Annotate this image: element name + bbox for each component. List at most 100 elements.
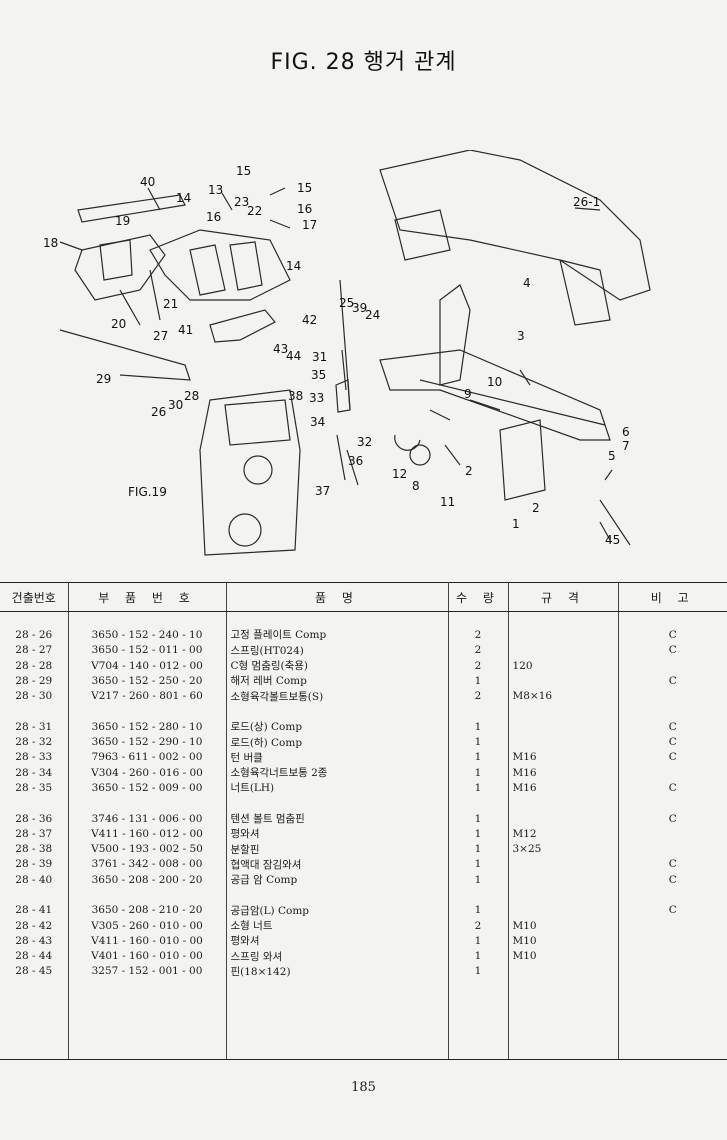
table-row: 28 - 44 V401 - 160 - 010 - 00 스프링 와셔 1 M…	[0, 948, 727, 964]
table-row: 28 - 36 3746 - 131 - 006 - 00 텐션 볼트 멈춤핀 …	[0, 810, 727, 827]
specification	[508, 734, 619, 750]
callout-label: 43	[273, 342, 288, 356]
part-name: 턴 버클	[226, 749, 449, 765]
header-specification: 규 격	[508, 582, 619, 612]
callout-label: 25	[339, 296, 354, 310]
callout-label: 5	[608, 449, 616, 463]
specification: M16	[508, 749, 619, 765]
part-name: 고정 플레이트 Comp	[226, 627, 449, 643]
part-number: V304 - 260 - 016 - 00	[68, 764, 227, 781]
specification	[508, 810, 619, 827]
specification	[508, 673, 619, 689]
header-remarks: 비 고	[618, 582, 727, 612]
table-row: 28 - 32 3650 - 152 - 290 - 10 로드(하) Comp…	[0, 734, 727, 750]
part-number: 3650 - 152 - 280 - 10	[68, 719, 227, 735]
item-number: 28 - 42	[0, 917, 69, 934]
exploded-parts-diagram: 40 13 15 15 23 16 22 16 17 14 19 18 14 2…	[0, 150, 727, 570]
quantity: 2	[448, 642, 509, 658]
remark	[618, 765, 727, 780]
specification	[508, 872, 619, 888]
diagram-linework	[59, 150, 651, 556]
callout-label: 33	[309, 391, 324, 405]
callout-label: 14	[176, 191, 191, 205]
specification: 120	[508, 657, 619, 674]
callout-label: 16	[206, 210, 221, 224]
quantity: 2	[448, 688, 509, 704]
remark: C	[668, 644, 677, 657]
item-number: 28 - 28	[0, 657, 69, 674]
table-spacer-row	[0, 887, 727, 903]
part-number: 3650 - 208 - 210 - 20	[68, 902, 227, 918]
callout-label: 4	[523, 276, 531, 290]
parts-list-table: 건출번호 부 품 번 호 품 명 수 량 규 격 비 고 28 - 26 365…	[0, 582, 727, 1061]
quantity: 1	[448, 673, 509, 689]
part-number: 7963 - 611 - 002 - 00	[68, 749, 227, 765]
diagram-drawing: 40 13 15 15 23 16 22 16 17 14 19 18 14 2…	[43, 150, 651, 556]
quantity: 2	[448, 917, 509, 934]
callout-label: 21	[163, 297, 178, 311]
part-number: 3650 - 152 - 009 - 00	[68, 780, 227, 796]
callout-label: 34	[310, 415, 325, 429]
part-name: 스프링 와셔	[226, 948, 449, 964]
quantity: 2	[448, 657, 509, 674]
callout-label: 6	[622, 425, 630, 439]
header-part-number: 부 품 번 호	[68, 582, 227, 612]
item-number: 28 - 41	[0, 902, 69, 918]
callout-label: 42	[302, 313, 317, 327]
table-row: 28 - 38 V500 - 193 - 002 - 50 분할핀 1 3×25	[0, 841, 727, 857]
callout-label: 29	[96, 372, 111, 386]
item-number: 28 - 31	[0, 719, 69, 735]
quantity: 1	[448, 749, 509, 765]
callout-label: 17	[302, 218, 317, 232]
callout-label: 40	[140, 175, 155, 189]
part-name: 공급 암 Comp	[226, 872, 449, 888]
item-number: 28 - 38	[0, 841, 69, 857]
part-number: V411 - 160 - 012 - 00	[68, 826, 227, 842]
specification	[508, 642, 619, 658]
table-spacer-row	[0, 703, 727, 720]
callout-label: 44	[286, 349, 301, 363]
quantity: 2	[448, 627, 509, 643]
item-number: 28 - 30	[0, 688, 69, 704]
callout-label: 16	[297, 202, 312, 216]
quantity: 1	[448, 810, 509, 827]
table-row: 28 - 41 3650 - 208 - 210 - 20 공급암(L) Com…	[0, 902, 727, 918]
part-name: 로드(상) Comp	[226, 719, 449, 735]
part-number: 3257 - 152 - 001 - 00	[68, 963, 227, 980]
callout-label: 8	[412, 479, 420, 493]
page-number: 185	[351, 1080, 376, 1095]
callout-label: 12	[392, 467, 407, 481]
table-row: 28 - 27 3650 - 152 - 011 - 00 스프링(HT024)…	[0, 642, 727, 658]
specification	[508, 902, 619, 918]
callout-label: 15	[236, 164, 251, 178]
callout-label: 45	[605, 533, 620, 547]
specification: M16	[508, 764, 619, 781]
remark: C	[668, 812, 677, 825]
page-title: FIG. 28 행거 관계	[270, 50, 457, 75]
callout-label: 20	[111, 317, 126, 331]
part-number: 3650 - 152 - 011 - 00	[68, 642, 227, 658]
callout-label: 9	[464, 387, 472, 401]
specification: M8×16	[508, 688, 619, 704]
callout-label: 24	[365, 308, 380, 322]
table-row: 28 - 29 3650 - 152 - 250 - 20 해저 레버 Comp…	[0, 673, 727, 689]
table-row: 28 - 42 V305 - 260 - 010 - 00 소형 너트 2 M1…	[0, 917, 727, 934]
part-name: 해저 레버 Comp	[226, 673, 449, 689]
quantity: 1	[448, 948, 509, 964]
part-number: 3761 - 342 - 008 - 00	[68, 856, 227, 873]
remark: C	[668, 628, 677, 641]
callout-label: 37	[315, 484, 330, 498]
part-name: 소형 너트	[226, 917, 449, 934]
table-row: 28 - 39 3761 - 342 - 008 - 00 협액대 잠김와셔 1…	[0, 856, 727, 873]
part-name: 분할핀	[226, 841, 449, 857]
table-row: 28 - 40 3650 - 208 - 200 - 20 공급 암 Comp …	[0, 872, 727, 888]
remark	[618, 949, 727, 964]
remark	[618, 841, 727, 856]
part-name: 핀(18×142)	[226, 963, 449, 980]
part-number: V411 - 160 - 010 - 00	[68, 933, 227, 949]
specification: M12	[508, 826, 619, 842]
part-number: 3650 - 208 - 200 - 20	[68, 872, 227, 888]
callout-label: 32	[357, 435, 372, 449]
part-name: C형 멈춤링(축용)	[226, 657, 449, 674]
part-name: 스프링(HT024)	[226, 642, 449, 658]
